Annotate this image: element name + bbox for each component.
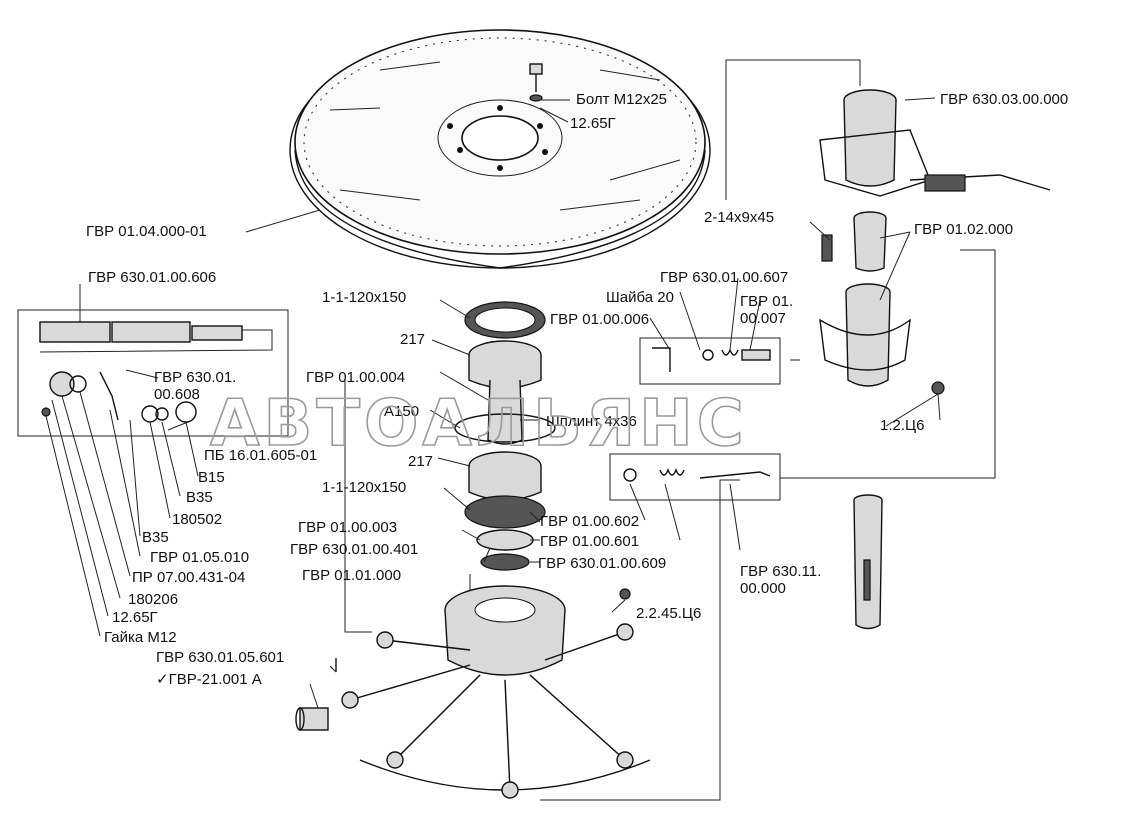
label-b15: В15 bbox=[198, 469, 225, 486]
label-part-609: ГВР 630.01.00.609 bbox=[538, 555, 666, 572]
label-part-006: ГВР 01.00.006 bbox=[550, 311, 649, 328]
label-wheel: ГВР 01.04.000-01 bbox=[86, 223, 207, 240]
label-part-003: ГВР 01.00.003 bbox=[298, 519, 397, 536]
label-washer-1265: 12.65Г bbox=[112, 609, 158, 626]
label-pr: ПР 07.00.431-04 bbox=[132, 569, 245, 586]
label-bolt: Болт М12х25 bbox=[576, 91, 667, 108]
label-washer20: Шайба 20 bbox=[606, 289, 674, 306]
bushing bbox=[295, 658, 337, 731]
label-part-004: ГВР 01.00.004 bbox=[306, 369, 405, 386]
shaft-tube bbox=[819, 211, 911, 387]
label-seal-bot: 1-1-120х150 bbox=[322, 479, 406, 496]
arm-assembly bbox=[819, 89, 1051, 197]
label-part-602: ГВР 01.00.602 bbox=[540, 513, 639, 530]
fitting-2-2-45 bbox=[619, 588, 631, 600]
label-180502: 180502 bbox=[172, 511, 222, 528]
label-a150: А150 bbox=[384, 403, 419, 420]
fitting-1-2 bbox=[931, 381, 945, 395]
label-180206: 180206 bbox=[128, 591, 178, 608]
label-part-601: ГВР 01.00.601 bbox=[540, 533, 639, 550]
label-b35a: В35 bbox=[186, 489, 213, 506]
pin-box-upper bbox=[639, 337, 781, 385]
part-labels: Болт М12х25 12.65Г ГВР 01.04.000-01 ГВР … bbox=[86, 91, 1068, 688]
label-key: 2-14х9х45 bbox=[704, 209, 774, 226]
connector-lines bbox=[45, 59, 996, 801]
label-shaft-assy: ГВР 01.02.000 bbox=[914, 221, 1013, 238]
label-pb: ПБ 16.01.605-01 bbox=[204, 447, 317, 464]
label-part-010: ГВР 01.05.010 bbox=[150, 549, 249, 566]
label-part-007: ГВР 01.00.007 bbox=[740, 293, 793, 327]
bolt-m12 bbox=[529, 63, 543, 102]
label-axle: ГВР 630.01.00.606 bbox=[88, 269, 216, 286]
label-part-608: ГВР 630.01.00.608 bbox=[154, 369, 236, 403]
label-pin-607: ГВР 630.01.00.607 bbox=[660, 269, 788, 286]
bearing-stack bbox=[454, 301, 556, 571]
pin-box-lower bbox=[609, 453, 781, 501]
hub-assembly bbox=[341, 585, 651, 799]
label-bearing-top: 217 bbox=[400, 331, 425, 348]
label-gvr21: ✓ГВР-21.001 А bbox=[156, 671, 262, 688]
label-b35b: В35 bbox=[142, 529, 169, 546]
label-1-2-c6: 1.2.Ц6 bbox=[880, 417, 924, 434]
label-cotter: Шплинт 4х36 bbox=[546, 413, 637, 430]
label-05-601: ГВР 630.01.05.601 bbox=[156, 649, 284, 666]
label-washer-top: 12.65Г bbox=[570, 115, 616, 132]
label-part-401: ГВР 630.01.00.401 bbox=[290, 541, 418, 558]
label-bearing-bot: 217 bbox=[408, 453, 433, 470]
label-part-000: ГВР 01.01.000 bbox=[302, 567, 401, 584]
watermark: АВТОАЛЬЯНС bbox=[210, 387, 748, 461]
label-arm-assy: ГВР 630.03.00.000 bbox=[940, 91, 1068, 108]
label-nut: Гайка М12 bbox=[104, 629, 177, 646]
label-2-2-45: 2.2.45.Ц6 bbox=[636, 605, 701, 622]
label-630-11: ГВР 630.11.00.000 bbox=[740, 563, 821, 597]
wheel-disc bbox=[289, 29, 711, 269]
pin-630-11 bbox=[853, 494, 883, 630]
label-seal-top: 1-1-120х150 bbox=[322, 289, 406, 306]
